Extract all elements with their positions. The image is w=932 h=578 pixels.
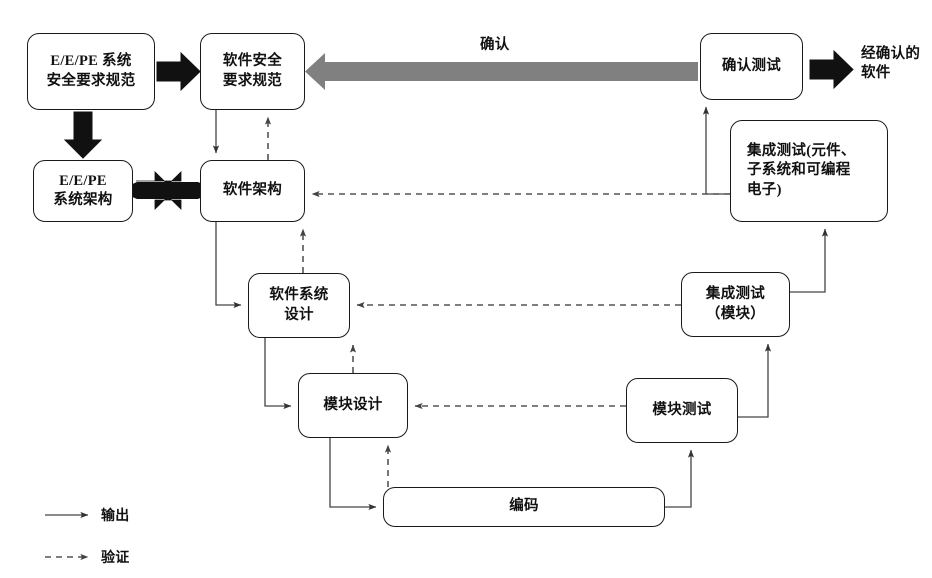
validation-arrow-label: 确认 — [480, 37, 510, 53]
node-label: E/E/PE 系统 安全要求规范 — [46, 53, 136, 89]
arrow-eepe-req-to-eepe-arch — [63, 111, 103, 159]
validated-software-label: 经确认的 软件 — [861, 46, 921, 81]
arrow-eepe-req-to-sw-safety-req — [156, 51, 201, 92]
edge-integtestmodule-to-integtestsys — [790, 228, 829, 293]
node-label: 确认测试 — [721, 57, 782, 74]
node-integration-test-module[interactable]: 集成测试 （模块） — [681, 272, 790, 337]
legend-output-label: 输出 — [101, 509, 130, 524]
edge-swarch-to-sysdesign — [215, 222, 242, 309]
node-eepe-system-architecture[interactable]: E/E/PE 系统架构 — [33, 160, 133, 222]
edge-coding-to-moduletest — [665, 449, 695, 508]
node-module-design[interactable]: 模块设计 — [298, 373, 408, 438]
edge-integtestsys-to-validationtest — [702, 106, 730, 195]
node-label: 集成测试 （模块） — [705, 286, 766, 322]
legend-verification-label: 验证 — [101, 551, 130, 566]
edge-sysdesign-to-moduledesign — [264, 338, 292, 410]
node-module-test[interactable]: 模块测试 — [626, 378, 738, 443]
node-label: 模块测试 — [652, 401, 712, 418]
node-label: 软件安全 要求规范 — [222, 53, 283, 89]
node-label: E/E/PE 系统架构 — [53, 172, 113, 208]
node-coding[interactable]: 编码 — [383, 487, 665, 527]
node-software-architecture[interactable]: 软件架构 — [200, 160, 305, 222]
arrow-validation-gray — [305, 53, 698, 90]
node-label: 软件系统 设计 — [269, 287, 329, 323]
node-software-system-design[interactable]: 软件系统 设计 — [248, 273, 350, 338]
node-validation-test[interactable]: 确认测试 — [700, 33, 803, 100]
arrow-validation-test-to-validated-software — [809, 49, 854, 90]
node-label: 集成测试(元件、 子系统和可编程 电子) — [747, 143, 856, 198]
edge-moduledesign-to-coding — [329, 438, 377, 511]
node-label: 软件架构 — [222, 182, 283, 199]
node-label: 模块设计 — [323, 396, 383, 413]
edge-moduletest-to-integtestmodule — [738, 343, 772, 418]
node-integration-test-system[interactable]: 集成测试(元件、 子系统和可编程 电子) — [730, 120, 888, 222]
node-label: 编码 — [509, 498, 539, 515]
node-eepe-safety-requirements[interactable]: E/E/PE 系统 安全要求规范 — [27, 33, 155, 110]
node-software-safety-requirements[interactable]: 软件安全 要求规范 — [200, 33, 305, 110]
